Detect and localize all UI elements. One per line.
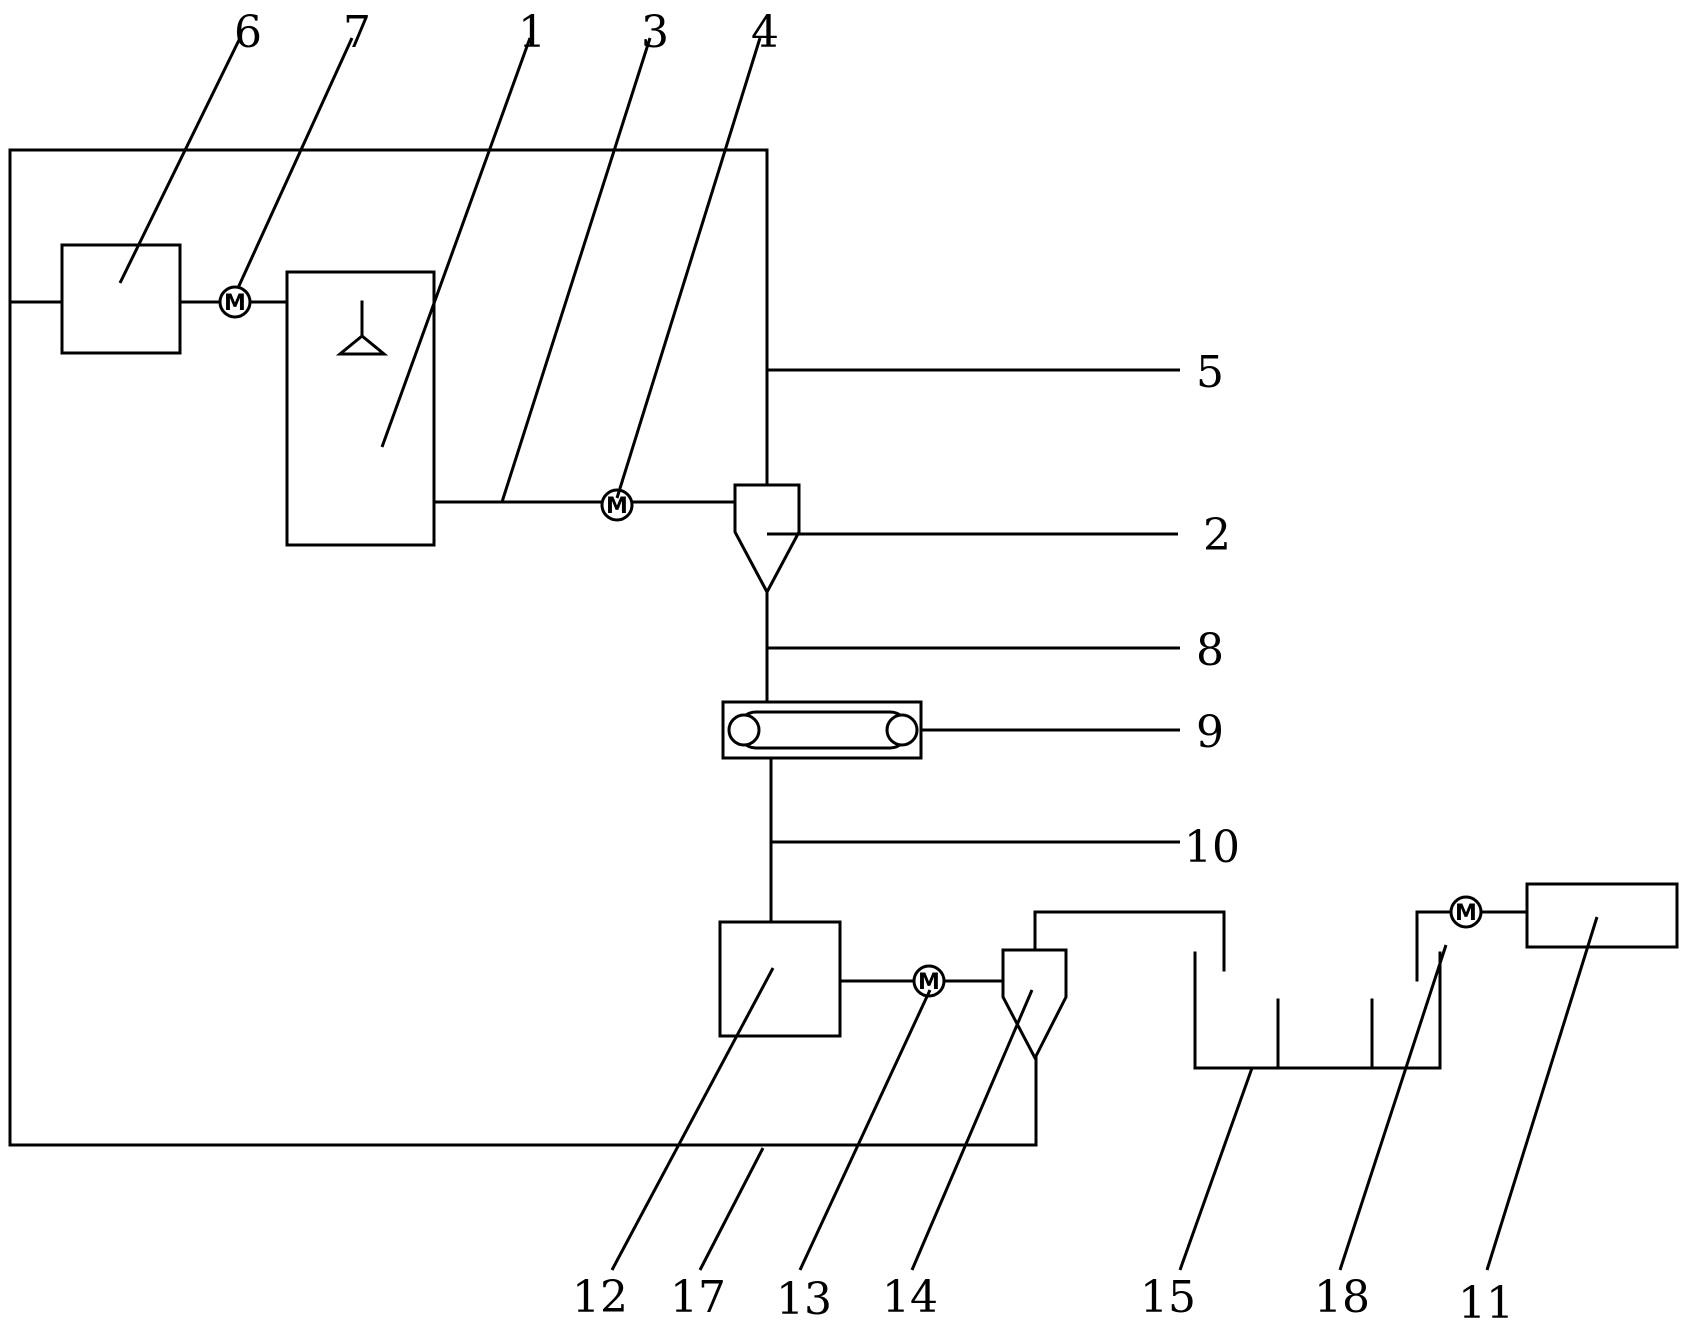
label-7: 7	[343, 7, 371, 58]
component-15-settling-tank	[1193, 951, 1442, 1070]
label-15: 15	[1140, 1272, 1196, 1323]
pump-13-symbol: M	[918, 970, 940, 995]
pump-7-symbol: M	[224, 291, 246, 316]
leader-1	[380, 37, 532, 448]
component-11-tank	[1525, 882, 1679, 949]
leader-14	[910, 989, 1034, 1271]
pump-4: M	[600, 488, 634, 522]
label-10: 10	[1184, 822, 1240, 873]
pump-4-symbol: M	[606, 494, 628, 519]
component-2-cyclone	[733, 483, 801, 596]
label-4: 4	[751, 7, 779, 58]
spray-nozzle-inner	[335, 300, 389, 356]
label-13: 13	[776, 1274, 832, 1325]
label-12: 12	[572, 1272, 628, 1323]
leader-12	[610, 967, 775, 1271]
label-11: 11	[1458, 1278, 1514, 1326]
pump-18-symbol: M	[1455, 901, 1477, 926]
leader-18	[1338, 944, 1448, 1271]
label-5: 5	[1196, 347, 1224, 398]
leader-3	[500, 37, 652, 503]
leader-lines	[118, 37, 1599, 1271]
leader-13	[798, 989, 932, 1271]
reference-numbers: 6 7 1 3 4 5 2 8 9 10 12 17 13 14 15 18 1…	[234, 7, 1514, 1326]
label-2: 2	[1203, 510, 1231, 561]
leader-15	[1178, 1067, 1254, 1271]
label-17: 17	[670, 1272, 726, 1323]
label-3: 3	[641, 7, 669, 58]
leader-4	[615, 37, 762, 499]
pump-18: M	[1449, 895, 1483, 929]
label-1: 1	[518, 7, 546, 58]
component-12-tank	[718, 920, 842, 1038]
label-8: 8	[1196, 625, 1224, 676]
label-6: 6	[234, 7, 262, 58]
component-9-belt-filter	[721, 700, 923, 760]
return-pipe-loop	[8, 148, 1038, 1147]
leader-17	[698, 1147, 765, 1271]
outlet-pipe-15-to-11	[1415, 910, 1529, 982]
pump-7: M	[218, 285, 252, 319]
label-14: 14	[882, 1272, 938, 1323]
label-18: 18	[1314, 1272, 1370, 1323]
leader-7	[236, 37, 354, 289]
label-9: 9	[1196, 707, 1224, 758]
pump-13: M	[912, 964, 946, 998]
leader-6	[118, 37, 242, 284]
component-6-tank	[60, 243, 182, 355]
leader-11	[1485, 916, 1599, 1271]
component-14-cyclone	[1001, 948, 1068, 1062]
